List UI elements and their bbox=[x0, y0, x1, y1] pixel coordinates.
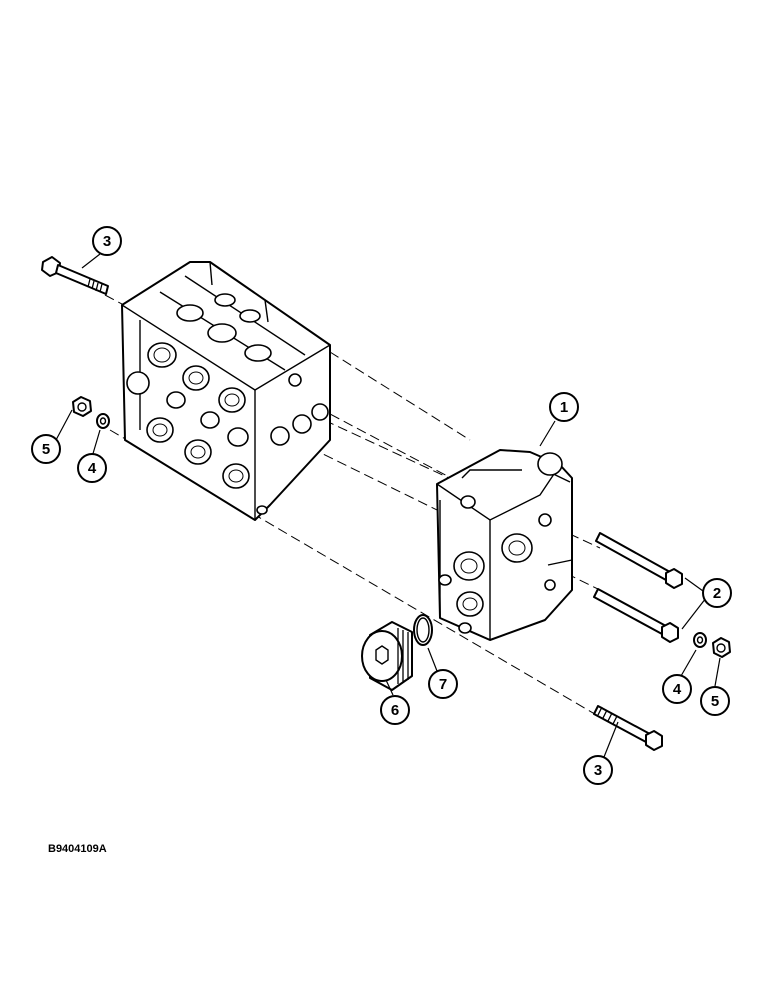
callout-6-label: 6 bbox=[391, 702, 399, 719]
nut-right bbox=[712, 637, 731, 658]
callout-4-left-label: 4 bbox=[88, 460, 97, 477]
callout-6: 6 bbox=[380, 695, 410, 725]
washer-left bbox=[96, 413, 110, 429]
callout-5-left-label: 5 bbox=[42, 441, 50, 458]
bolt-right-lower bbox=[593, 588, 679, 643]
callout-5-left: 5 bbox=[31, 434, 61, 464]
callout-5-right: 5 bbox=[700, 686, 730, 716]
bolt-right-upper bbox=[595, 532, 683, 589]
plug bbox=[361, 621, 413, 691]
callout-1-label: 1 bbox=[560, 399, 568, 416]
bolt-top bbox=[41, 256, 109, 295]
nut-left bbox=[72, 396, 92, 417]
callout-4-right: 4 bbox=[662, 674, 692, 704]
valve-section bbox=[436, 449, 573, 641]
callout-3-top: 3 bbox=[92, 226, 122, 256]
washer-right bbox=[693, 632, 707, 648]
bolt-bottom bbox=[593, 705, 663, 751]
figure-id: B9404109A bbox=[48, 843, 107, 855]
callout-5-right-label: 5 bbox=[711, 693, 719, 710]
callout-1: 1 bbox=[549, 392, 579, 422]
leader-lines bbox=[55, 253, 721, 758]
callout-4-left: 4 bbox=[77, 453, 107, 483]
o-ring bbox=[413, 614, 433, 646]
callout-7: 7 bbox=[428, 669, 458, 699]
callout-2: 2 bbox=[702, 578, 732, 608]
callout-3-top-label: 3 bbox=[103, 233, 111, 250]
callout-4-right-label: 4 bbox=[673, 681, 682, 698]
callout-7-label: 7 bbox=[439, 676, 447, 693]
callout-2-label: 2 bbox=[713, 585, 721, 602]
callout-3-bottom: 3 bbox=[583, 755, 613, 785]
callout-3-bottom-label: 3 bbox=[594, 762, 602, 779]
valve-bank-assembly bbox=[121, 261, 331, 521]
